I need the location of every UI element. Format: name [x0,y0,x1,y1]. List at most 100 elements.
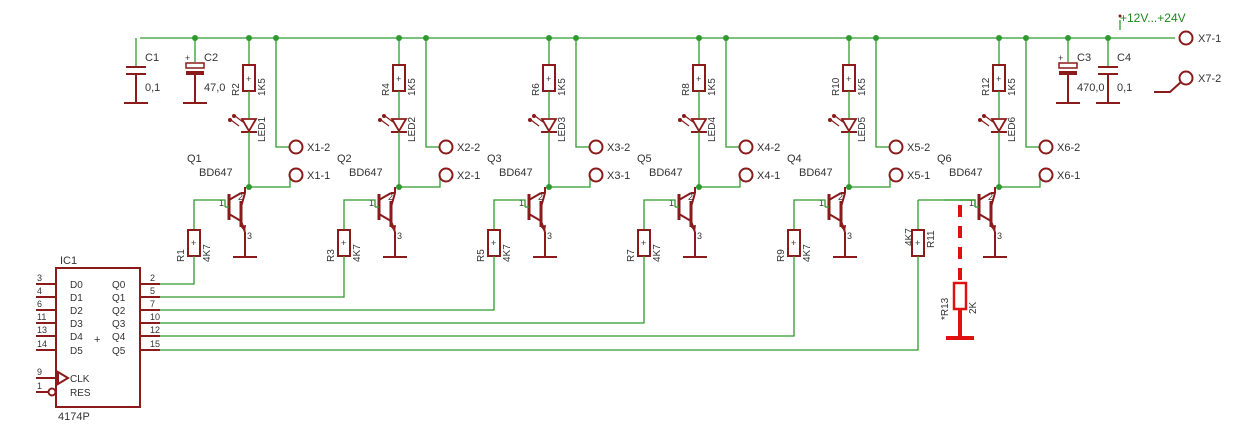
transistor-type: BD647 [649,167,683,179]
transistor-type: BD647 [799,167,833,179]
ic1-input-pin-number: 14 [37,339,47,349]
led-ray-1 [530,119,540,127]
led-ref: LED5 [857,117,868,142]
supply-voltage-label: +12V...+24V [1120,11,1186,25]
transistor-ref: Q1 [187,153,202,165]
r13-optional: *R13 2K [940,205,979,340]
terminal-x7-1-label: X7-1 [1198,33,1221,45]
ic1-ref: IC1 [60,255,77,267]
transistor-collector-1 [828,192,842,201]
ic1-output-name: Q3 [112,319,126,330]
capacitor-c3-plate-bottom [1059,71,1077,75]
base-resistor-polarity: + [491,238,496,248]
led-resistor-polarity: + [396,74,401,84]
capacitor-c1: C10,1 [124,38,160,104]
led-triangle [390,118,408,133]
base-resistor-ref: R11 [926,230,937,248]
transistor-pin-c: 2 [988,192,993,202]
collector-to-x1 [249,175,291,188]
terminal-x-2-label: X6-2 [1057,142,1080,154]
junction-c2 [192,35,198,41]
transistor-pin-c: 2 [538,192,543,202]
led-resistor-ref: R6 [531,83,542,96]
ic1-output-name: Q5 [112,346,126,357]
resistor-to-ic [140,256,919,351]
capacitor-c1-value: 0,1 [145,82,160,94]
led-ray-2 [684,115,694,123]
transistor-collector-1 [228,192,242,201]
transistor-stage2-collector [990,192,996,208]
terminal-x-1-label: X2-1 [457,170,480,182]
terminal-x-1 [1038,167,1054,183]
transistor-type: BD647 [499,167,533,179]
base-resistor-ref: R9 [776,249,787,262]
terminal-x-1 [438,167,454,183]
capacitor-c2-plate-top [185,62,205,69]
led-ray-head-2 [232,114,236,118]
led-resistor-ref: R10 [831,77,842,96]
tap-to-x2 [1025,38,1040,148]
led-resistor-polarity: + [546,74,551,84]
ic1-clk-pin-number: 9 [37,367,42,377]
ic1-output-pin-number: 7 [150,299,155,309]
led-resistor-value: 1K5 [557,78,568,96]
transistor-type: BD647 [199,167,233,179]
transistor-pin-b: 1 [519,198,524,208]
transistor-pin-b: 1 [669,198,674,208]
transistor-emitter-1 [528,213,542,222]
led-ray-head-2 [382,114,386,118]
ic1-input-name: D5 [70,346,83,357]
led-ray-head-1 [228,118,232,122]
capacitor-c3-plate-top [1058,62,1078,69]
led-ray-1 [980,119,990,127]
ic1-output-pin-number: 5 [150,286,155,296]
junction-c4 [1105,35,1111,41]
resistor-to-ic [140,256,795,337]
base-resistor-value: 4K7 [202,244,213,262]
tap-to-x2 [425,38,440,148]
base-resistor-ref: R5 [476,249,487,262]
power-section: X7-1 X7-2 +12V...+24V C10,1+C247,0+C3470… [124,11,1221,104]
led-ray-head-1 [978,118,982,122]
transistor-stage2-collector [240,192,246,208]
collector-to-x1 [699,175,741,188]
collector-to-x1 [849,175,891,188]
transistor-emitter-1 [978,213,992,222]
led-resistor-polarity: + [246,74,251,84]
r13-ref: *R13 [940,297,951,320]
terminal-x-1 [738,167,754,183]
base-resistor-value: 4K7 [502,244,513,262]
terminal-x-1 [588,167,604,183]
led-ray-head-2 [682,114,686,118]
base-to-resistor [193,199,226,229]
transistor-pin-e: 3 [547,231,552,241]
ic1-input-name: D4 [70,332,83,343]
capacitor-c2-plate-bottom [186,71,204,75]
transistor-emitter-arrow [390,225,396,232]
collector-to-x1 [999,175,1041,188]
base-resistor-ref: R3 [326,249,337,262]
ic1-res-bubble [47,387,57,397]
supply-label-dot [1118,14,1122,18]
transistor-stage2-collector [690,192,696,208]
base-resistor-value: 4K7 [802,244,813,262]
transistor-type: BD647 [349,167,383,179]
ic1-output-name: Q4 [112,332,126,343]
led-resistor-value: 1K5 [407,78,418,96]
led-ray-2 [234,115,244,123]
led-resistor-polarity: + [846,74,851,84]
led-resistor-ref: R4 [381,83,392,96]
terminal-x-2-label: X4-2 [757,142,780,154]
transistor-collector-1 [378,192,392,201]
transistor-ref: Q2 [337,153,352,165]
led-triangle [840,118,858,133]
led-triangle [990,118,1008,133]
terminal-x-2-label: X3-2 [607,142,630,154]
base-resistor-polarity: + [791,238,796,248]
